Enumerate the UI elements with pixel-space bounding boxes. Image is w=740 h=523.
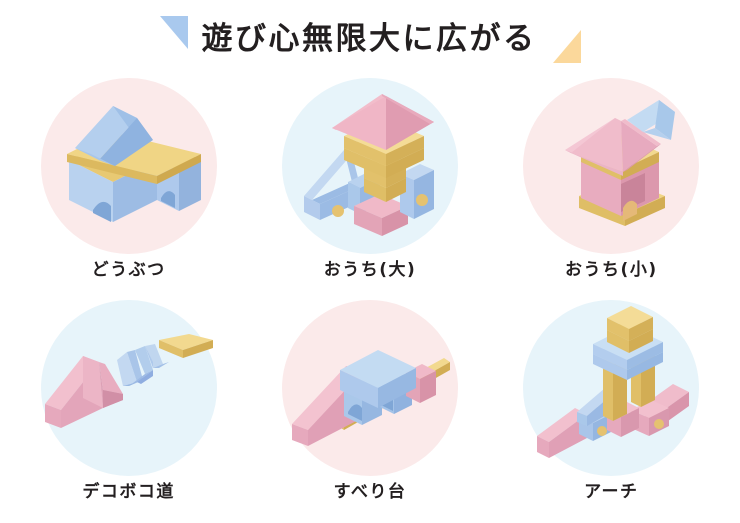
illustration-suberidai — [281, 299, 458, 476]
illustration-doubutsu — [40, 78, 217, 254]
caption-dekoboko-michi: デコボコ道 — [82, 481, 175, 502]
grid-item-suberidai[interactable]: すべり台 — [249, 298, 490, 518]
caption-ouchi-sho: おうち(小) — [565, 260, 658, 280]
art-arch-blocks — [537, 305, 690, 458]
block-shapes-grid: どうぶつ — [0, 78, 740, 523]
caption-suberidai: すべり台 — [333, 481, 407, 502]
illustration-archi — [523, 299, 700, 476]
art-small-house-blocks — [565, 100, 676, 226]
grid-item-ouchi-dai[interactable]: おうち(大) — [249, 78, 490, 298]
grid-item-ouchi-sho[interactable]: おうち(小) — [491, 78, 732, 298]
illustration-ouchi-sho — [523, 78, 700, 254]
illustration-ouchi-dai — [281, 78, 458, 254]
art-animal-blocks — [66, 106, 201, 222]
caption-archi: アーチ — [584, 481, 639, 502]
caption-ouchi-dai: おうち(大) — [323, 260, 417, 280]
grid-item-doubutsu[interactable]: どうぶつ — [8, 78, 249, 298]
caption-doubutsu: どうぶつ — [91, 260, 166, 280]
art-bumpy-road-blocks — [44, 333, 213, 428]
page-title: 遊び心無限大に広がる — [201, 20, 537, 57]
page-header: 遊び心無限大に広がる — [0, 0, 740, 78]
art-big-house-blocks — [303, 94, 434, 236]
triangle-orange-icon — [552, 29, 581, 63]
art-slide-blocks — [291, 349, 450, 446]
triangle-blue-icon — [159, 15, 188, 49]
grid-item-dekoboko-michi[interactable]: デコボコ道 — [8, 298, 249, 518]
illustration-dekoboko-michi — [40, 299, 217, 476]
grid-item-archi[interactable]: アーチ — [491, 298, 732, 518]
